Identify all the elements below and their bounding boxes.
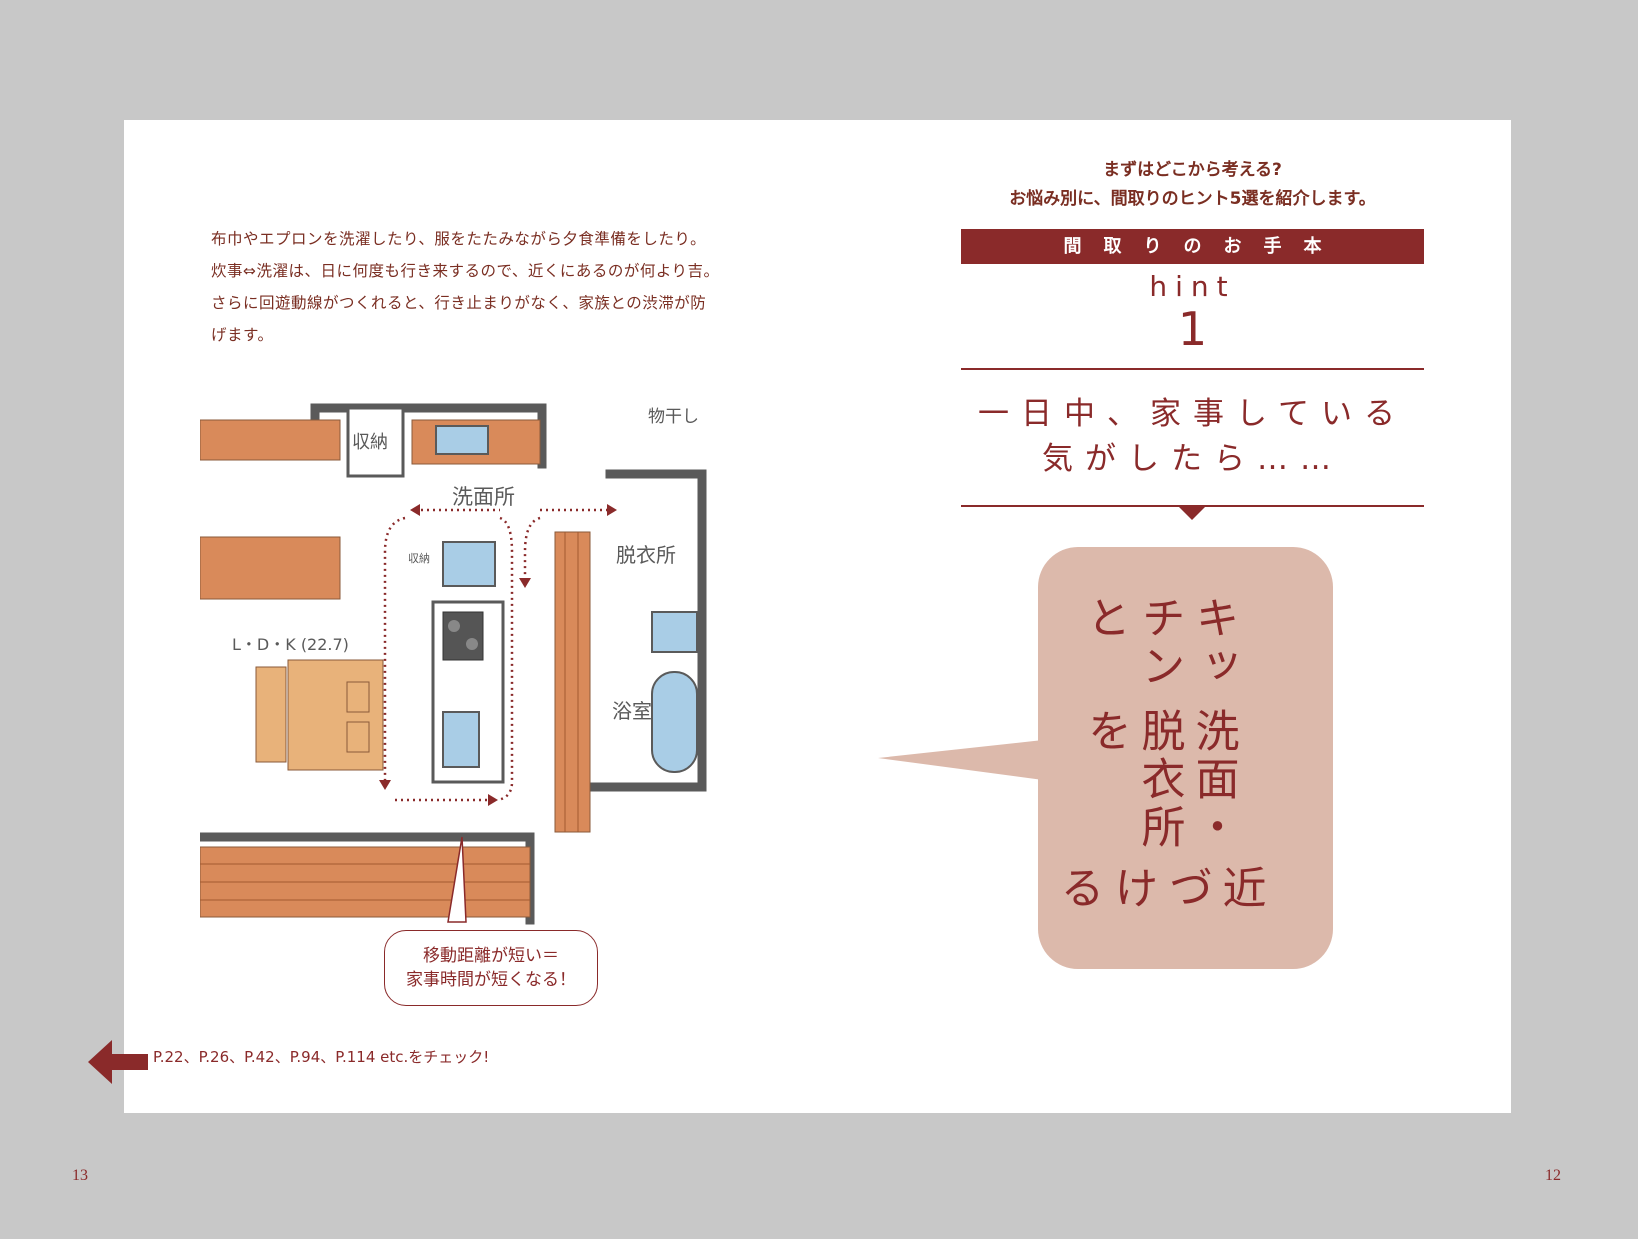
lead-line: まずはどこから考える? (1103, 160, 1282, 180)
headline: 一日中、家事している 気がしたら…… (961, 392, 1424, 482)
divider-bottom (961, 505, 1424, 507)
callout-line: 移動距離が短い＝ (423, 946, 559, 966)
lead-line: お悩み別に、間取りのヒント5選を紹介します。 (1009, 189, 1376, 209)
hint-number: 1 (1177, 302, 1208, 356)
arrow-left-icon (88, 1040, 148, 1084)
intro-line: 布巾やエプロンを洗濯したり、服をたたみながら夕食準備をしたり。 (211, 230, 707, 248)
speech-bubble (1038, 547, 1333, 969)
down-triangle-icon (1179, 507, 1205, 520)
drying-label: 物干し (648, 407, 699, 427)
bubble-line: 洗面・脱衣所を (1079, 707, 1239, 852)
section-band: 間取りのお手本 (961, 229, 1424, 264)
intro-text: 布巾やエプロンを洗濯したり、服をたたみながら夕食準備をしたり。 炊事⇔洗濯は、日… (211, 223, 751, 351)
headline-line: 気がしたら…… (1042, 441, 1343, 477)
cross-reference: P.22、P.26、P.42、P.94、P.114 etc.をチェック! (153, 1048, 490, 1066)
intro-line: さらに回遊動線がつくれると、行き止まりがなく、家族との渋滞が防 (211, 294, 707, 312)
dressing-room-label: 脱衣所 (616, 543, 676, 567)
intro-line: げます。 (211, 326, 274, 344)
washroom-label: 洗面所 (452, 485, 515, 509)
bubble-line: キッチンと (1079, 595, 1239, 691)
storage-label: 収納 (352, 432, 388, 453)
lead-text: まずはどこから考える? お悩み別に、間取りのヒント5選を紹介します。 (960, 156, 1425, 214)
storage-label-small: 収納 (408, 552, 430, 565)
page-number-left: 13 (72, 1167, 88, 1184)
divider-top (961, 368, 1424, 370)
hint-word: hint (1149, 270, 1236, 303)
ldk-label: L・D・K (22.7) (232, 635, 349, 654)
intro-line: 炊事⇔洗濯は、日に何度も行き来するので、近くにあるのが何より吉。 (211, 262, 720, 280)
headline-line: 一日中、家事している (977, 396, 1408, 432)
floor-plan-illustration: 収納 洗面所 脱衣所 浴室 L・D・K (22.7) 物干し 収納 (200, 403, 707, 925)
bubble-text: キッチンと 洗面・脱衣所を 近づける (1038, 595, 1333, 955)
bubble-line: 近づける (1052, 865, 1266, 913)
bathroom-label: 浴室 (612, 699, 652, 723)
speech-bubble-tail (878, 740, 1043, 780)
callout-line: 家事時間が短くなる！ (406, 970, 576, 990)
page-number-right: 12 (1545, 1167, 1561, 1184)
distance-callout: 移動距離が短い＝ 家事時間が短くなる！ (384, 930, 598, 1006)
